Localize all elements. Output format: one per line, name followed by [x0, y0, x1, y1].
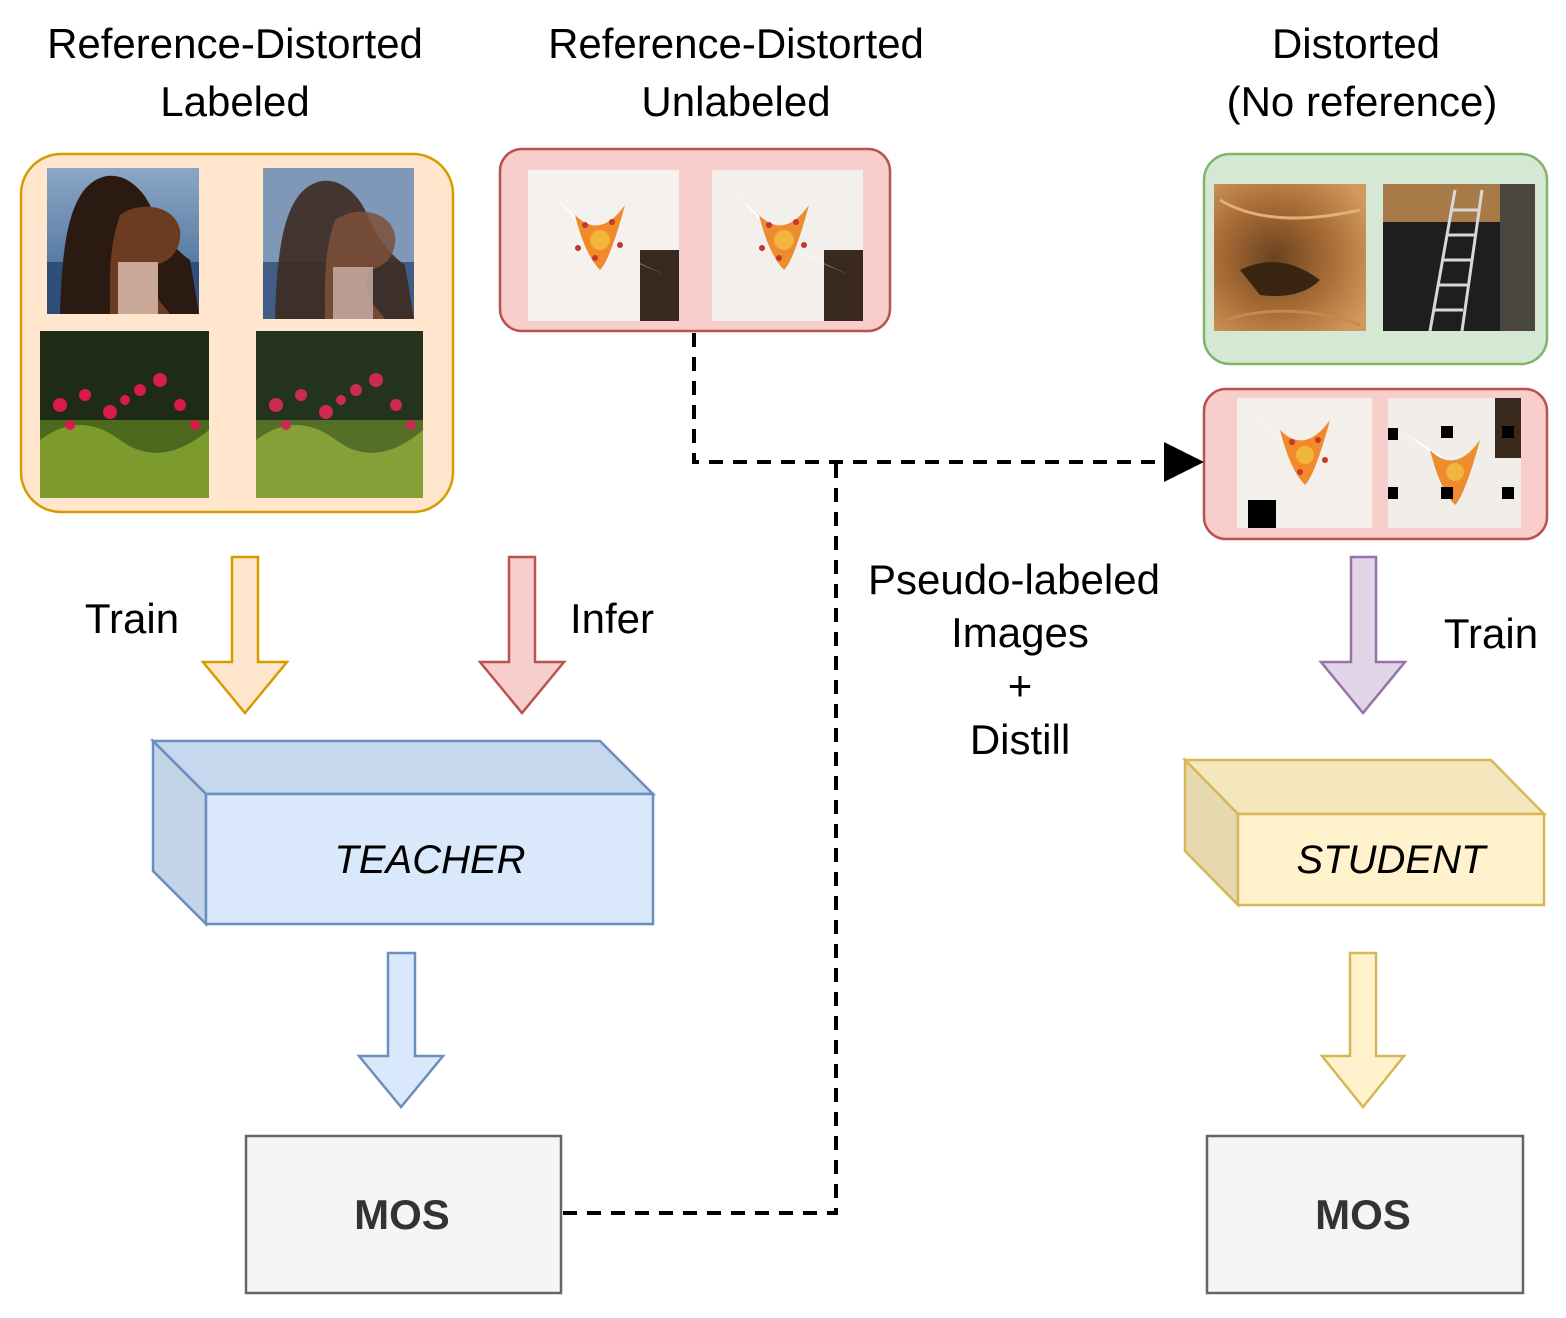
labeled-reference-flowers-image — [40, 331, 209, 498]
student-to-mos-arrow — [1319, 951, 1407, 1109]
infer-teacher-arrow — [477, 555, 567, 715]
distill-label-line1: Pseudo-labeled — [868, 556, 1160, 603]
unlabeled-title-line1: Reference-Distorted — [548, 20, 924, 67]
teacher-label: TEACHER — [334, 838, 525, 882]
train-teacher-arrow — [200, 555, 290, 715]
distill-label-line4: Distill — [970, 716, 1070, 763]
unlabeled-title-line2: Unlabeled — [641, 78, 830, 125]
infer-teacher-label: Infer — [570, 595, 654, 642]
student-mos-label: MOS — [1315, 1191, 1411, 1238]
pseudo-labeled-lily-image — [1237, 398, 1372, 528]
labeled-title-line1: Reference-Distorted — [47, 20, 423, 67]
distill-label-line2: Images — [951, 609, 1089, 656]
labeled-distorted-portrait-image — [263, 168, 414, 319]
unlabeled-distorted-lily-image — [712, 170, 863, 321]
student-label: STUDENT — [1297, 838, 1488, 882]
student-model-box — [1182, 756, 1547, 909]
train-student-arrow — [1318, 555, 1408, 715]
teacher-mos-to-distill-connector — [563, 462, 838, 1215]
train-student-label: Train — [1444, 610, 1538, 657]
distorted-title-line1: Distorted — [1272, 20, 1440, 67]
teacher-model-box — [149, 737, 657, 928]
unlabeled-to-pseudo-labeled-connector — [692, 333, 1204, 482]
unlabeled-reference-lily-image — [528, 170, 679, 321]
distorted-title-line2: (No reference) — [1227, 78, 1498, 125]
pseudo-labeled-masked-lily-image — [1388, 398, 1521, 528]
teacher-mos-box — [244, 1134, 563, 1295]
student-mos-box — [1205, 1134, 1525, 1295]
train-teacher-label: Train — [85, 595, 179, 642]
distorted-ladder-image — [1383, 184, 1535, 332]
distill-label-line3: + — [1008, 662, 1033, 709]
labeled-title-line2: Labeled — [160, 78, 309, 125]
labeled-reference-portrait-image — [47, 168, 199, 314]
labeled-distorted-flowers-image — [256, 331, 423, 498]
teacher-to-mos-arrow — [356, 951, 446, 1109]
distorted-fur-image — [1214, 184, 1366, 331]
teacher-mos-label: MOS — [354, 1191, 450, 1238]
